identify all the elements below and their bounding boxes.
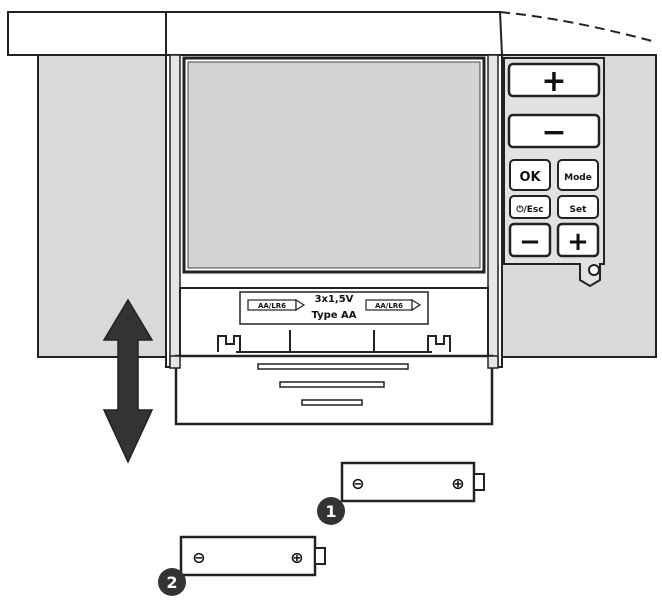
ok-button[interactable]: OK xyxy=(509,159,551,191)
svg-text:−: − xyxy=(541,115,566,150)
battery-slot-right-label: AA/LR6 xyxy=(365,298,422,312)
mode-button[interactable]: Mode xyxy=(557,159,599,191)
svg-text:Mode: Mode xyxy=(564,173,592,183)
step-1-badge xyxy=(317,497,345,525)
step-1-number: 1 xyxy=(325,502,336,521)
step-2-badge xyxy=(158,568,186,596)
battery-1-positive-icon: ⊕ xyxy=(451,474,464,493)
battery-cover xyxy=(169,354,499,426)
battery-2: ⊖ ⊕ 2 xyxy=(158,535,326,596)
minus-small-button[interactable]: − xyxy=(508,222,552,258)
battery-2-positive-icon: ⊕ xyxy=(290,548,303,567)
set-button[interactable]: Set xyxy=(557,195,599,219)
svg-text:AA/LR6: AA/LR6 xyxy=(375,302,403,310)
plus-small-button[interactable]: + xyxy=(556,222,600,258)
battery-spec-line1: 3x1,5V xyxy=(315,294,354,305)
svg-text:Set: Set xyxy=(570,205,588,215)
slide-direction-arrow-icon xyxy=(102,298,154,464)
battery-1: ⊖ ⊕ 1 xyxy=(317,461,485,525)
indicator-led-icon xyxy=(588,264,600,276)
power-esc-button[interactable]: ⏻/Esc xyxy=(509,195,551,219)
step-2-number: 2 xyxy=(166,573,177,592)
device-top-lid xyxy=(7,11,657,56)
svg-text:⏻/Esc: ⏻/Esc xyxy=(516,204,543,215)
battery-1-negative-icon: ⊖ xyxy=(351,474,364,493)
minus-large-button[interactable]: − xyxy=(507,113,601,150)
svg-text:OK: OK xyxy=(519,170,541,185)
svg-text:+: + xyxy=(567,227,589,257)
display-screen xyxy=(182,56,486,274)
plus-large-button[interactable]: + xyxy=(507,62,601,99)
battery-spec-line2: Type AA xyxy=(311,310,356,321)
svg-text:−: − xyxy=(519,227,541,257)
battery-contacts xyxy=(217,330,451,353)
battery-compartment: AA/LR6 AA/LR6 3x1,5V Type AA xyxy=(179,287,489,361)
svg-text:+: + xyxy=(541,64,566,99)
svg-text:AA/LR6: AA/LR6 xyxy=(258,302,286,310)
battery-slot-left-label: AA/LR6 xyxy=(247,298,306,312)
button-panel: + − OK Mode ⏻/Esc Set − + xyxy=(503,57,605,288)
battery-2-negative-icon: ⊖ xyxy=(192,548,205,567)
